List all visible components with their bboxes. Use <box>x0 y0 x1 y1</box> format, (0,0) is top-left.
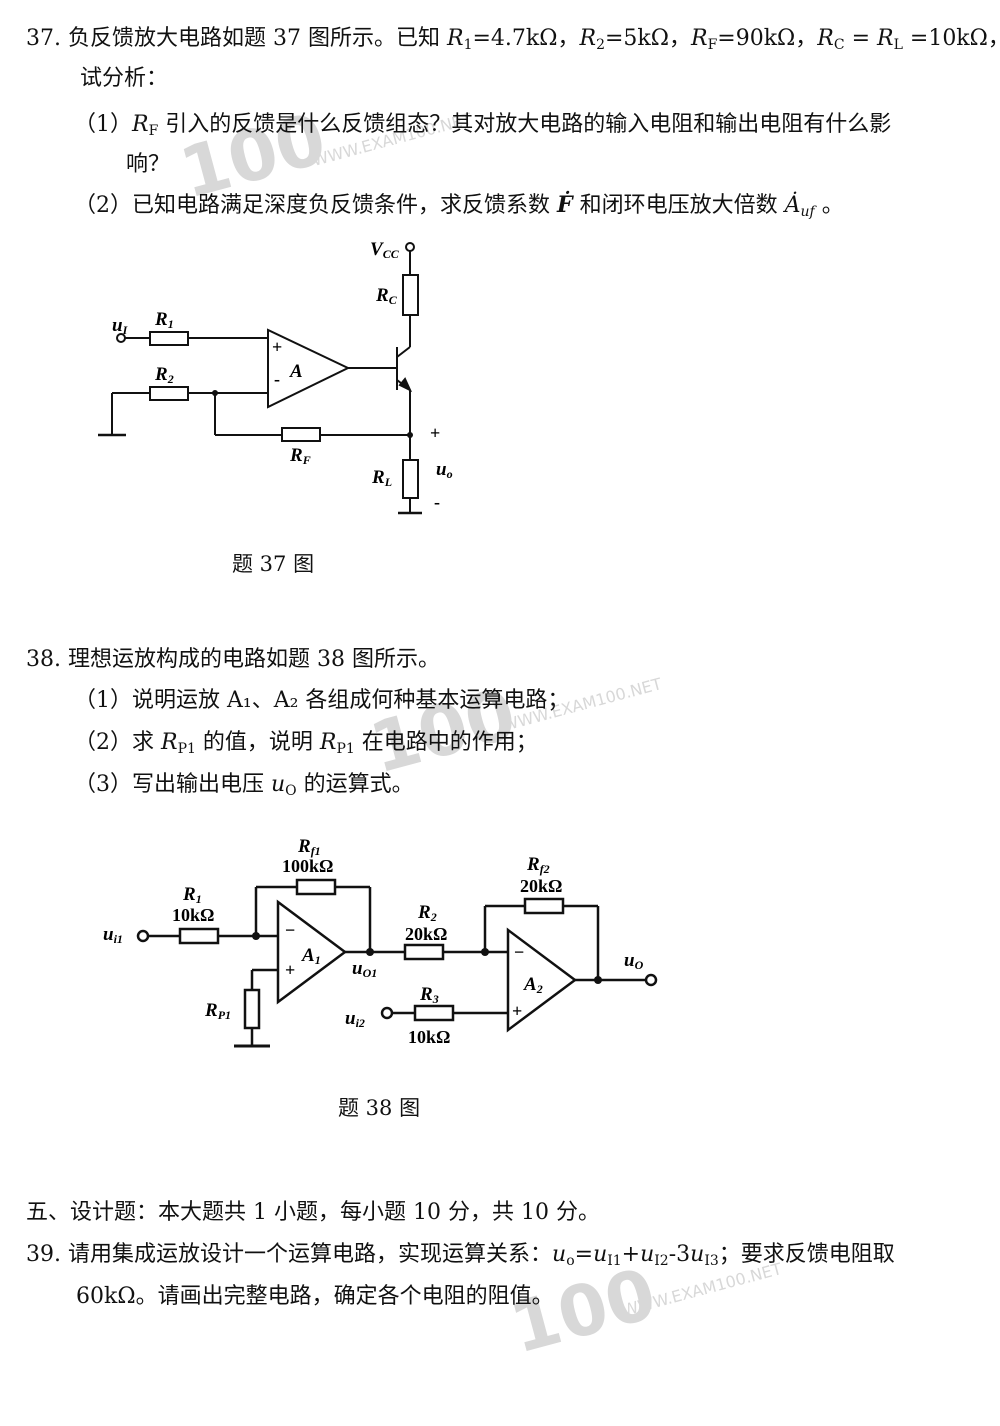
svg-text:20kΩ: 20kΩ <box>520 876 562 896</box>
svg-text:uO: uO <box>624 950 644 972</box>
svg-text:10kΩ: 10kΩ <box>172 905 214 925</box>
svg-text:RL: RL <box>371 467 392 489</box>
svg-text:R1: R1 <box>154 309 174 331</box>
svg-text:uo: uo <box>436 459 453 481</box>
q38-caption: 题 38 图 <box>338 1096 421 1120</box>
q39-stem-cont: 60kΩ。请画出完整电路，确定各个电阻的阻值。 <box>76 1284 554 1309</box>
q37-item2: （2）已知电路满足深度负反馈条件，求反馈系数 Ḟ 和闭环电压放大倍数 Ȧuf 。 <box>74 192 844 220</box>
q38-circuit: Rf1 100kΩ R1 10kΩ ui1 Rf2 20kΩ R2 20kΩ u… <box>103 836 658 1048</box>
svg-text:+: + <box>272 337 282 357</box>
svg-text:Rf2: Rf2 <box>526 854 550 876</box>
section5-heading: 五、设计题：本大题共 1 小题，每小题 10 分，共 10 分。 <box>26 1200 600 1225</box>
svg-text:R2: R2 <box>417 902 437 924</box>
svg-text:R3: R3 <box>419 984 439 1006</box>
svg-text:+: + <box>285 960 295 980</box>
q38-item3: （3）写出输出电压 uO 的运算式。 <box>74 772 414 799</box>
svg-text:-: - <box>434 492 440 512</box>
svg-text:RC: RC <box>375 285 398 307</box>
q38-item2: （2）求 RP1 的值，说明 RP1 在电路中的作用； <box>74 730 538 757</box>
svg-text:−: − <box>514 942 524 962</box>
svg-text:10kΩ: 10kΩ <box>408 1027 450 1047</box>
svg-text:Rf1: Rf1 <box>297 836 321 858</box>
q37-circuit: VCC RC R1 uI R2 RF RL uo + - + - A <box>98 239 453 515</box>
svg-text:A2: A2 <box>523 974 543 996</box>
q38-item1: （1）说明运放 A₁、A₂ 各组成何种基本运算电路； <box>74 688 570 713</box>
svg-text:20kΩ: 20kΩ <box>405 924 447 944</box>
q37-item1: （1）RF 引入的反馈是什么反馈组态？其对放大电路的输入电阻和输出电阻有什么影 <box>74 112 892 139</box>
svg-text:+: + <box>430 423 440 443</box>
q39-stem: 39. 请用集成运放设计一个运算电路，实现运算关系：uo=uI1+uI2-3uI… <box>26 1242 895 1269</box>
q37-stem: 37. 负反馈放大电路如题 37 图所示。已知 R1=4.7kΩ，R2=5kΩ，… <box>26 26 1000 53</box>
q37-item1-cont: 响？ <box>126 152 171 177</box>
svg-text:A: A <box>289 361 303 382</box>
svg-text:A1: A1 <box>301 945 321 967</box>
svg-text:−: − <box>285 920 295 940</box>
svg-text:-: - <box>274 369 280 389</box>
svg-text:ui2: ui2 <box>345 1008 365 1030</box>
svg-text:ui1: ui1 <box>103 924 123 946</box>
q37-caption: 题 37 图 <box>232 552 315 576</box>
svg-text:uI: uI <box>112 315 129 337</box>
q37-stem-cont: 试分析： <box>80 66 169 91</box>
svg-text:R2: R2 <box>154 364 174 386</box>
svg-text:uO1: uO1 <box>352 958 377 980</box>
q38-stem: 38. 理想运放构成的电路如题 38 图所示。 <box>26 647 440 672</box>
svg-text:+: + <box>512 1001 522 1021</box>
svg-text:R1: R1 <box>182 884 202 906</box>
svg-text:RP1: RP1 <box>204 1000 231 1022</box>
svg-text:100kΩ: 100kΩ <box>282 856 333 876</box>
svg-text:RF: RF <box>289 445 311 467</box>
svg-text:VCC: VCC <box>370 239 400 261</box>
